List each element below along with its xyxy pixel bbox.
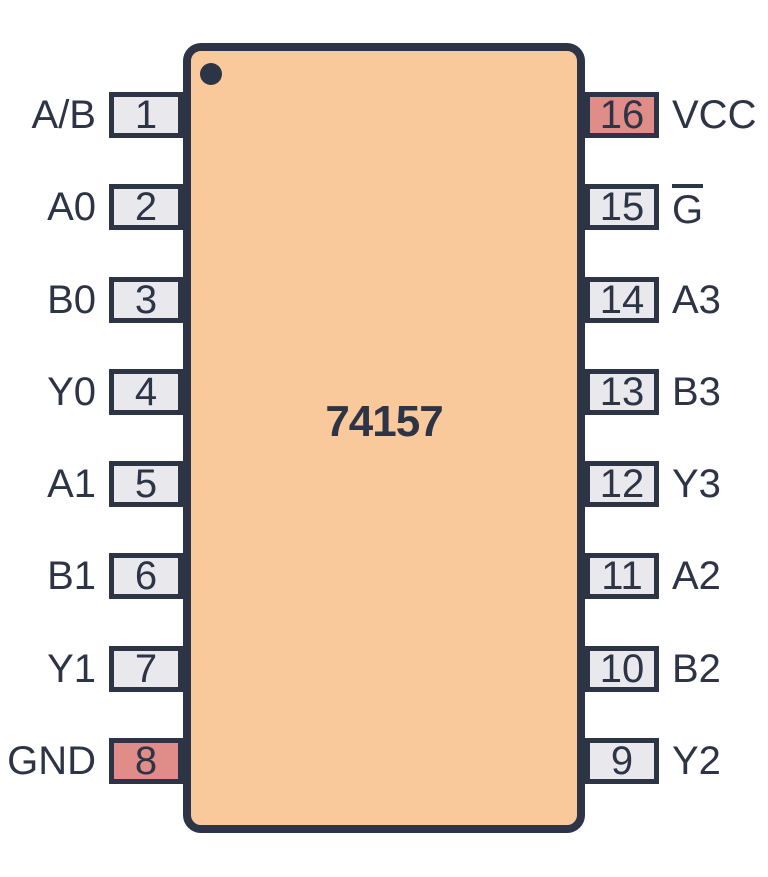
- pin-6-number-box: 6: [109, 553, 183, 599]
- pin-1-number-box: 1: [109, 92, 183, 138]
- pin-1-label-text: A/B: [31, 93, 96, 137]
- pin1-indicator-dot: [200, 63, 222, 85]
- pin-9-label: Y2: [672, 738, 768, 784]
- pin-16-label: VCC: [672, 92, 768, 138]
- pin-8-label: GND: [0, 738, 96, 784]
- pin-2-label-text: A0: [47, 185, 96, 229]
- pin-14-number-box: 14: [585, 277, 659, 323]
- pin-9-label-text: Y2: [672, 739, 721, 783]
- pin-13-label-text: B3: [672, 370, 721, 414]
- pin-5-label-text: A1: [47, 462, 96, 506]
- pin-12-number-box: 12: [585, 461, 659, 507]
- chip-part-number: 74157: [325, 397, 443, 446]
- pin-16-label-text: VCC: [672, 93, 757, 137]
- pin-3-label: B0: [0, 277, 96, 323]
- pin-1-label: A/B: [0, 92, 96, 138]
- pin-4-number-box: 4: [109, 369, 183, 415]
- pin-3-number-box: 3: [109, 277, 183, 323]
- pin-4-label: Y0: [0, 369, 96, 415]
- pin-10-label-text: B2: [672, 647, 721, 691]
- pin-15-label-text: G: [672, 184, 704, 230]
- pin-12-label-text: Y3: [672, 462, 721, 506]
- pin-8-number-box: 8: [109, 738, 183, 784]
- pin-3-label-text: B0: [47, 278, 96, 322]
- pin-16-number-box: 16: [585, 92, 659, 138]
- pin-9-number-box: 9: [585, 738, 659, 784]
- pin-10-number-box: 10: [585, 646, 659, 692]
- pin-11-number-box: 11: [585, 553, 659, 599]
- pin-11-label: A2: [672, 553, 768, 599]
- pin-14-label: A3: [672, 277, 768, 323]
- pin-14-label-text: A3: [672, 278, 721, 322]
- chip-body: [183, 43, 585, 833]
- pin-7-number-box: 7: [109, 646, 183, 692]
- pin-12-label: Y3: [672, 461, 768, 507]
- pin-7-label-text: Y1: [47, 647, 96, 691]
- pin-4-label-text: Y0: [47, 370, 96, 414]
- pin-15-number-box: 15: [585, 184, 659, 230]
- pin-15-label: G: [672, 184, 768, 230]
- pin-5-label: A1: [0, 461, 96, 507]
- pin-11-label-text: A2: [672, 554, 721, 598]
- pin-8-label-text: GND: [7, 739, 96, 783]
- pin-2-label: A0: [0, 184, 96, 230]
- pin-13-number-box: 13: [585, 369, 659, 415]
- pin-7-label: Y1: [0, 646, 96, 692]
- pin-2-number-box: 2: [109, 184, 183, 230]
- pin-10-label: B2: [672, 646, 768, 692]
- pin-6-label-text: B1: [47, 554, 96, 598]
- pin-5-number-box: 5: [109, 461, 183, 507]
- pin-6-label: B1: [0, 553, 96, 599]
- pin-13-label: B3: [672, 369, 768, 415]
